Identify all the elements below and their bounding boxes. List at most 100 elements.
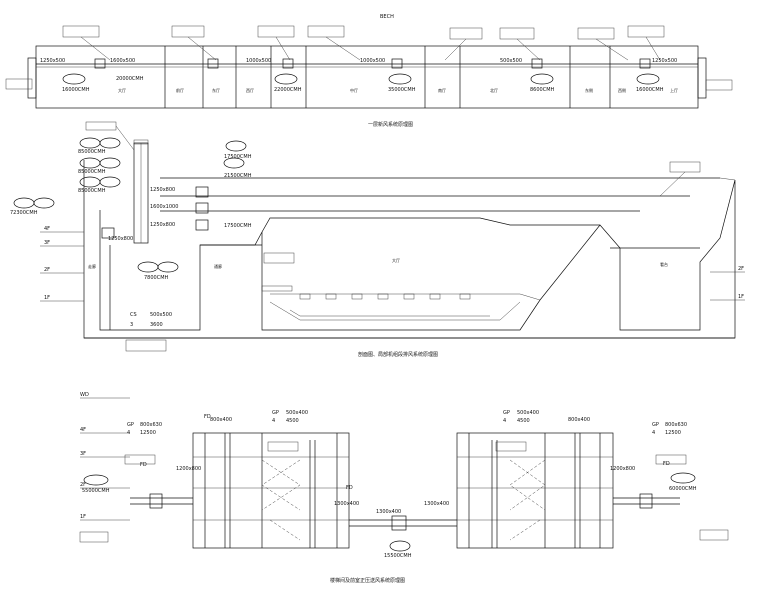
section1-fans [94,58,651,69]
s3-fd-label-2: FD [140,462,147,468]
section3-tag-box-left [124,454,156,465]
section3-left-stair-block [192,432,350,549]
section1-schematic: BECH [5,14,733,128]
s2-duct-3: 1250x800 [150,222,175,228]
section2-seats [299,293,471,300]
s3-gp-midright-num: 4 [503,418,506,424]
s1-room-10: 上厅 [670,87,678,93]
s2-floor-4f: 4F [44,226,50,232]
section3-tag-box-mid-left [267,441,299,452]
s2-right-flow-1: 17500CMH [224,154,252,160]
s3-fd-label-4: FD [663,461,670,467]
s2-cs-num: 3 [130,322,133,328]
section2-floor-markers [40,231,745,302]
s3-gp-left-size: 800x630 [140,422,162,428]
s3-gp-right-size: 800x630 [665,422,687,428]
s2-room-2: 通廊 [214,263,222,269]
section2-caption: 剖面图、局部机组段排风系统原理图 [358,351,438,358]
s1-flow-1: 16000CMH [62,87,90,93]
s2-left-flow-3: 85000CMH [78,188,106,194]
s1-size-5: 500x500 [500,58,522,64]
s2-left-flow-1: 85000CMH [78,149,106,155]
s3-floor-4f: 4F [80,427,86,433]
section2-tag-box-2 [669,161,701,173]
s1-flow-6: 16000CMH [636,87,664,93]
s1-flow-4: 35000CMH [388,87,416,93]
s2-right-floor-1f: 1F [738,294,744,300]
section2-left-bubbles [13,137,121,209]
section3-tag-box-right [655,454,687,465]
s1-size-1: 1250x500 [40,58,65,64]
section3-tag-box-bl [79,531,109,543]
s2-floor-1f: 1F [44,295,50,301]
section2-tag-box-1 [263,252,295,264]
s1-room-4: 西厅 [246,88,254,93]
s1-room-6: 南厅 [438,87,446,93]
s3-gp-midleft-label: GP [272,410,279,416]
s3-floor-1f: 1F [80,514,86,520]
s2-floor-3f: 3F [44,240,50,246]
s3-floor-wd: WD [80,392,89,398]
s1-room-9: 西侧 [618,87,626,93]
s3-floor-2f: 2F [80,482,86,488]
s2-bottom-flow: 7800CMH [144,275,169,281]
s3-duct-2: 800x400 [568,417,590,423]
s3-duct-5: 1300x400 [376,509,401,515]
s3-fd-label-3: FD [346,485,353,491]
s3-gp-midright-flow: 4500 [517,418,530,424]
s1-room-3: 东厅 [212,87,220,93]
s2-left-flow-2: 85000CMH [78,169,106,175]
s1-room-5: 中厅 [350,87,358,93]
section1-tag-boxes [5,25,733,91]
s3-gp-midleft-size: 500x400 [286,410,308,416]
s3-duct-4: 1200x800 [610,466,635,472]
s1-flow-5: 8600CMH [530,87,555,93]
s3-gp-left-flow: 12500 [140,430,156,436]
s1-flow-3: 22000CMH [274,87,302,93]
s3-gp-right-num: 4 [652,430,655,436]
s3-fan-flow-left: 55000CMH [82,488,110,494]
s3-duct-1: 800x400 [210,417,232,423]
s1-size-2: 1600x500 [110,58,135,64]
s3-duct-6: 1300x400 [334,501,359,507]
s3-duct-7: 1300x400 [424,501,449,507]
s1-room-2: 前厅 [176,87,184,93]
s1-room-7: 北厅 [490,87,498,93]
s2-room-4: 看台 [660,261,668,267]
s2-floor-2f: 2F [44,267,50,273]
s1-size-6: 1250x500 [652,58,677,64]
s3-fd-label-1: FD [204,414,211,420]
s3-duct-3: 1200x800 [176,466,201,472]
section1-caption: 一层新风系统原理图 [368,121,413,128]
s2-room-1: 走廊 [88,263,96,269]
s1-room-8: 东侧 [585,87,593,93]
s1-room-1: 大厅 [118,87,126,93]
s1-flow-2: 20000CMH [116,76,144,82]
s3-gp-right-flow: 12500 [665,430,681,436]
s3-gp-left-num: 4 [127,430,130,436]
s2-duct-1: 1250x800 [150,187,175,193]
s3-gp-midleft-num: 4 [272,418,275,424]
s3-gp-midright-size: 500x400 [517,410,539,416]
s3-gp-right-label: GP [652,422,659,428]
section3-tag-box-br [699,529,729,541]
s2-left-flow-4: 72300CMH [10,210,38,216]
s2-cs-flow: 3600 [150,322,163,328]
section3-schematic: WD 4F 3F 2F 1F [79,392,729,584]
section2-tag-box-3 [125,339,167,352]
s3-fan-flow-right: 60000CMH [669,486,697,492]
s3-gp-midleft-flow: 4500 [286,418,299,424]
section2-right-bubbles [137,140,247,273]
section2-building-outline [83,160,736,339]
s2-room-3: 大厅 [392,257,400,263]
s3-gp-left-label: GP [127,422,134,428]
section3-caption: 楼梯间及前室正压送风系统原理图 [330,577,405,584]
section2-schematic: 85000CMH 85000CMH 85000CMH 72300CMH 1750… [10,121,745,358]
s1-size-4: 1000x500 [360,58,385,64]
s2-cs-label: CS [130,312,137,318]
s2-duct-4: 1250x800 [108,236,133,242]
section3-floor-lines [80,397,130,521]
section3-fans [83,472,696,552]
section2-fans [101,186,209,239]
